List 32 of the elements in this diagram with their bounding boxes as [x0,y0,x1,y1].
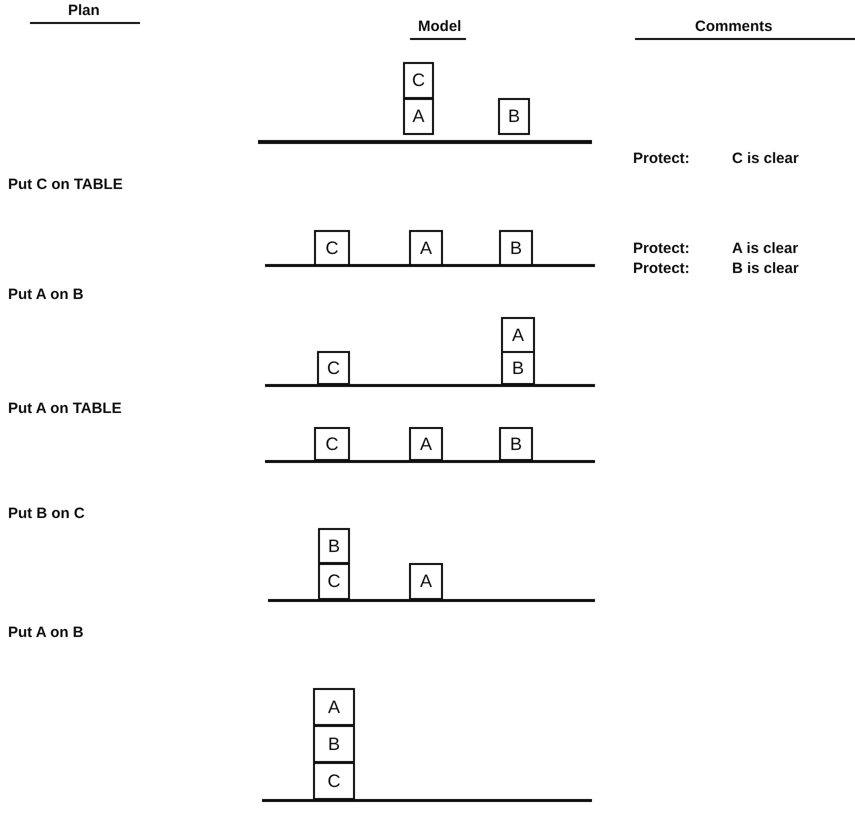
block: C [314,427,350,461]
column-heading: Plan [68,2,100,19]
plan-step: Put C on TABLE [8,176,123,193]
column-heading: Comments [695,18,773,35]
block: C [317,351,350,385]
plan-step: Put A on TABLE [8,400,122,417]
comment-text: Protect: [633,240,690,257]
comment-text: Protect: [633,260,690,277]
block: C [318,563,350,600]
comment-text: Protect: [633,150,690,167]
plan-step: Put A on B [8,624,84,641]
block: A [403,98,434,135]
block: B [501,351,535,385]
block: A [313,688,355,726]
block: B [318,528,350,564]
block: C [313,762,355,800]
block: B [313,725,355,763]
block: A [501,317,535,353]
block: C [314,230,350,266]
plan-step: Put B on C [8,505,85,522]
block: B [498,98,530,135]
block: C [403,62,434,99]
block: B [499,230,533,266]
block: B [499,427,533,461]
block: A [409,427,443,461]
column-heading: Model [418,18,462,35]
plan-step: Put A on B [8,286,84,303]
block: A [409,563,443,600]
comment-text: C is clear [732,150,799,167]
comment-text: B is clear [732,260,799,277]
block: A [409,230,443,266]
comment-text: A is clear [732,240,798,257]
